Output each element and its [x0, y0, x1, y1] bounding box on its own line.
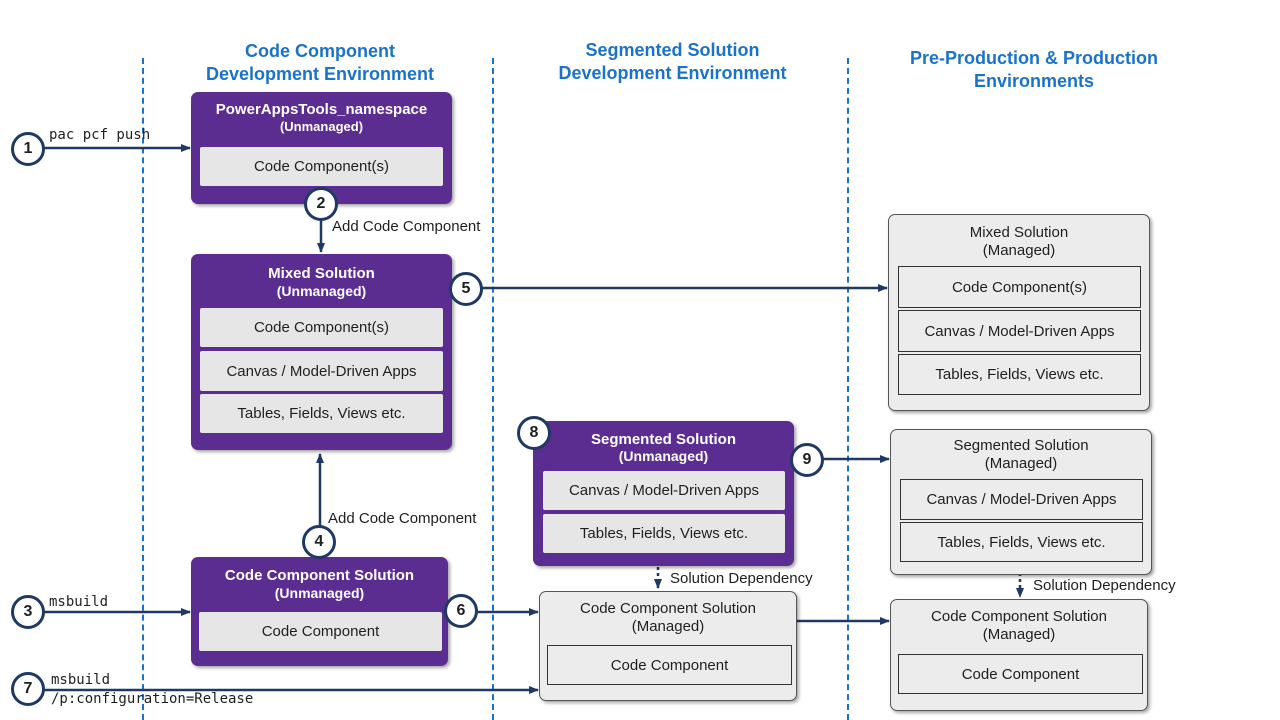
- header-code-component-dev-env: Code Component Development Environment: [205, 41, 435, 84]
- code-component-managed-mid-title: Code Component Solution: [580, 600, 756, 617]
- namespace-item: Code Component(s): [200, 147, 443, 186]
- segmented-solution-unmanaged-box: Segmented Solution (Unmanaged) Canvas / …: [533, 421, 794, 566]
- step-1-badge: 1: [11, 132, 45, 166]
- header-production-env: Pre-Production & Production Environments: [909, 48, 1158, 91]
- mixed-managed-item: Tables, Fields, Views etc.: [898, 354, 1141, 395]
- mixed-managed-subtitle: (Managed): [982, 242, 1056, 259]
- step-8-badge: 8: [517, 416, 551, 450]
- mixed-unmanaged-item: Code Component(s): [200, 308, 443, 347]
- code-component-managed-mid-subtitle: (Managed): [631, 618, 705, 635]
- code-component-unmanaged-box: Code Component Solution (Unmanaged) Code…: [191, 557, 448, 666]
- command-msbuild: msbuild: [49, 594, 109, 610]
- code-component-unmanaged-title: Code Component Solution: [224, 567, 415, 584]
- step-7-badge: 7: [11, 672, 45, 706]
- step-6-badge: 6: [444, 594, 478, 628]
- step-2-badge: 2: [304, 187, 338, 221]
- divider-right: [847, 58, 849, 720]
- segmented-unmanaged-item: Tables, Fields, Views etc.: [543, 514, 785, 553]
- command-msbuild-release: msbuild /p:configuration=Release: [51, 672, 254, 707]
- mixed-solution-unmanaged-box: Mixed Solution (Unmanaged) Code Componen…: [191, 254, 452, 450]
- header-segmented-solution-dev-env: Segmented Solution Development Environme…: [558, 40, 787, 83]
- mixed-managed-item: Code Component(s): [898, 266, 1141, 308]
- code-component-managed-mid-box: Code Component Solution (Managed) Code C…: [539, 591, 797, 701]
- label-add-code-component-top: Add Code Component: [332, 218, 481, 235]
- mixed-unmanaged-item: Canvas / Model-Driven Apps: [200, 351, 443, 391]
- mixed-unmanaged-item: Tables, Fields, Views etc.: [200, 394, 443, 433]
- step-5-badge: 5: [449, 272, 483, 306]
- namespace-subtitle: (Unmanaged): [279, 119, 364, 134]
- code-component-managed-right-item: Code Component: [898, 654, 1143, 694]
- segmented-unmanaged-item: Canvas / Model-Driven Apps: [543, 471, 785, 510]
- namespace-box: PowerAppsTools_namespace (Unmanaged) Cod…: [191, 92, 452, 204]
- command-pac-push: pac pcf push: [49, 127, 151, 143]
- code-component-managed-mid-item: Code Component: [547, 645, 792, 685]
- code-component-managed-right-box: Code Component Solution (Managed) Code C…: [890, 599, 1148, 711]
- segmented-solution-managed-box: Segmented Solution (Managed) Canvas / Mo…: [890, 429, 1152, 575]
- step-3-badge: 3: [11, 595, 45, 629]
- mixed-unmanaged-title: Mixed Solution: [268, 265, 375, 282]
- namespace-title: PowerAppsTools_namespace: [215, 101, 428, 118]
- segmented-managed-title: Segmented Solution: [953, 437, 1089, 454]
- mixed-solution-managed-box: Mixed Solution (Managed) Code Component(…: [888, 214, 1150, 411]
- segmented-unmanaged-title: Segmented Solution: [590, 431, 736, 448]
- mixed-managed-title: Mixed Solution: [969, 224, 1069, 241]
- code-component-unmanaged-subtitle: (Unmanaged): [274, 585, 365, 601]
- label-add-code-component-bottom: Add Code Component: [328, 510, 477, 527]
- label-solution-dependency-right: Solution Dependency: [1033, 577, 1176, 594]
- segmented-managed-item: Canvas / Model-Driven Apps: [900, 479, 1143, 520]
- divider-middle: [492, 58, 494, 720]
- code-component-unmanaged-item: Code Component: [199, 612, 442, 651]
- label-solution-dependency-mid: Solution Dependency: [670, 570, 813, 587]
- segmented-managed-item: Tables, Fields, Views etc.: [900, 522, 1143, 562]
- step-4-badge: 4: [302, 525, 336, 559]
- segmented-managed-subtitle: (Managed): [984, 455, 1058, 472]
- code-component-managed-right-title: Code Component Solution: [931, 608, 1107, 625]
- mixed-managed-item: Canvas / Model-Driven Apps: [898, 310, 1141, 352]
- code-component-managed-right-subtitle: (Managed): [982, 626, 1056, 643]
- divider-left: [142, 58, 144, 720]
- segmented-unmanaged-subtitle: (Unmanaged): [618, 448, 709, 464]
- mixed-unmanaged-subtitle: (Unmanaged): [276, 283, 367, 299]
- step-9-badge: 9: [790, 443, 824, 477]
